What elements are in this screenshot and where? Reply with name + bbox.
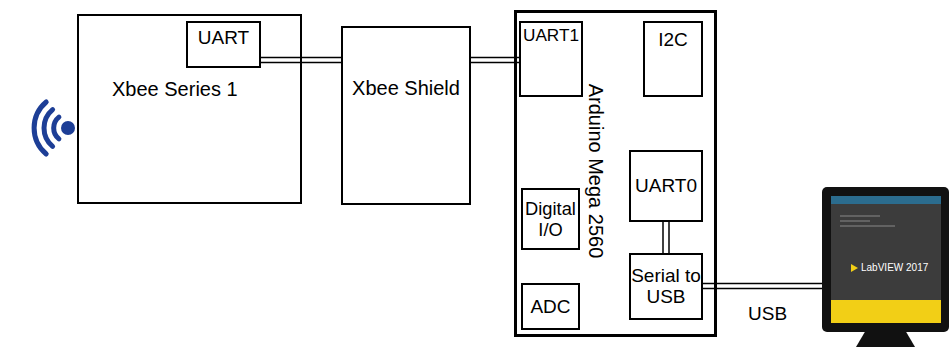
shield-box: Xbee Shield [341, 26, 471, 205]
port-box: Digital I/O [521, 188, 580, 250]
computer-monitor [822, 187, 949, 347]
node-label: UART [188, 27, 259, 49]
port-box: UART [186, 21, 261, 68]
double-wire [471, 58, 519, 63]
port-box: UART0 [629, 150, 703, 222]
wire-line [471, 62, 519, 64]
node-label: I2C [645, 29, 701, 51]
port-box: ADC [521, 283, 580, 330]
port-box: I2C [643, 21, 703, 97]
wire-line [662, 222, 664, 253]
wire-line [668, 222, 670, 253]
node-label: Digital I/O [523, 198, 578, 240]
node-label: Xbee Shield [343, 77, 469, 100]
node-label: UART1 [521, 26, 581, 46]
node-label: Arduino Mega 2560 [584, 84, 607, 259]
port-box: Serial to USB [629, 253, 703, 320]
board-box: Arduino Mega 2560 UART1 I2C UART0Digital I/… [514, 10, 717, 337]
wire-line [471, 57, 519, 59]
node-label: ADC [523, 296, 578, 318]
node-label: UART0 [631, 175, 701, 197]
cable-label: USB [748, 303, 787, 325]
module-box: Xbee Series 1 UART [77, 14, 302, 204]
wireless-icon [34, 102, 75, 154]
port-box: UART1 [519, 21, 583, 97]
usb-cable [703, 284, 824, 289]
double-wire [663, 222, 669, 253]
node-label: Serial to USB [631, 265, 701, 309]
screen-text: LabVIEW 2017 [861, 262, 928, 273]
node-label: Xbee Series 1 [112, 78, 238, 101]
